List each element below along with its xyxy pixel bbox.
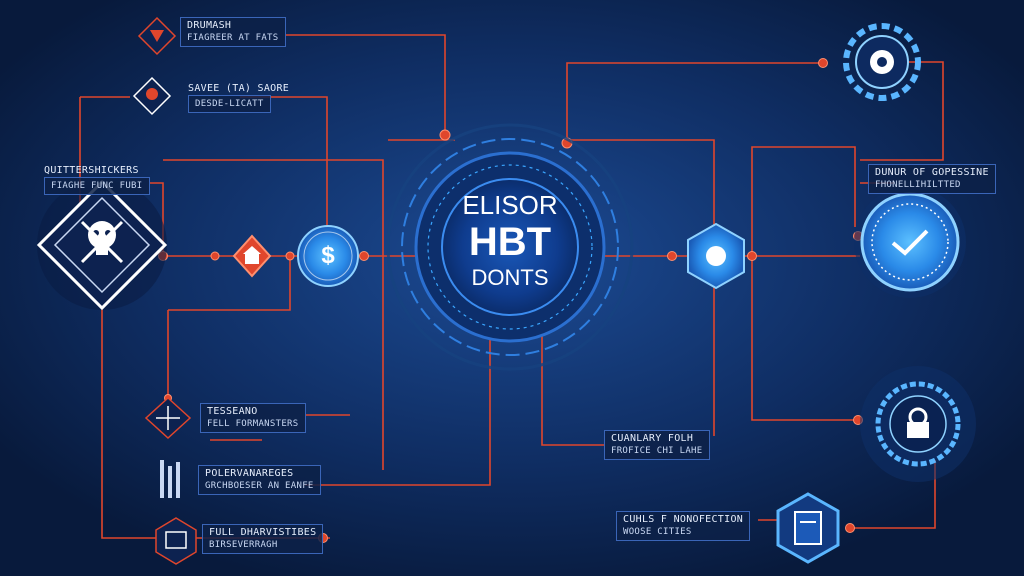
check-badge-icon — [854, 186, 966, 298]
dollar-symbol: $ — [321, 242, 335, 269]
label-line: CUANLARY FOLH — [611, 433, 694, 444]
label-line: QUITTERSHICKERS — [44, 165, 139, 176]
label-line: POLERVANAREGES — [205, 468, 294, 479]
label-line: FHONELLIHILTTED — [875, 180, 961, 190]
box-icon — [155, 517, 197, 565]
gear-icon — [843, 23, 921, 101]
label-line: CUHLS F NONOFECTION — [623, 514, 744, 525]
label-line: SAVEE (TA) SAORE — [188, 83, 290, 94]
hub-title-line2: HBT — [468, 220, 552, 264]
pirate-skull-icon — [36, 179, 168, 311]
label-line: GRCHBOESER AN EANFE — [205, 481, 314, 491]
label-line: FROFICE CHI LAHE — [611, 446, 703, 456]
document-icon — [776, 492, 840, 564]
label-line: BIRSEVERRAGH — [209, 540, 278, 550]
hub-title: ELISOR HBT DONTS — [440, 190, 580, 292]
label-bottom-right: CUHLS F NONOFECTION WOOSE CITIES — [616, 511, 751, 541]
label-top-left-2: SAVEE (TA) SAORE DESDE-LICATT — [188, 83, 289, 113]
label-line: FIAGREER AT FATS — [187, 33, 279, 43]
hub-ring-icon — [386, 123, 634, 371]
label-right-head: DUNUR OF GOPESSINE FHONELLIHILTTED — [868, 164, 996, 194]
lock-icon — [860, 366, 976, 482]
skull-small-icon — [132, 76, 172, 116]
house-icon — [232, 234, 272, 278]
bars-icon — [160, 460, 180, 498]
hub-title-line3: DONTS — [471, 265, 549, 290]
label-bottom-1: TESSEANO FELL FORMANSTERS — [200, 403, 306, 433]
label-bottom-3: FULL DHARVISTIBES BIRSEVERRAGH — [202, 524, 324, 554]
puzzle-icon — [687, 222, 745, 290]
label-line: DRUMASH — [187, 20, 232, 31]
bookmark-icon — [137, 16, 177, 56]
label-line: FELL FORMANSTERS — [207, 419, 299, 429]
label-top-left-1: DRUMASH FIAGREER AT FATS — [180, 17, 286, 47]
label-line: TESSEANO — [207, 406, 258, 417]
label-line: DESDE-LICATT — [188, 95, 271, 113]
label-left-head: QUITTERSHICKERS FIAGHE FUNC FUBI — [44, 165, 150, 195]
label-line: DUNUR OF GOPESSINE — [875, 167, 989, 178]
label-line: WOOSE CITIES — [623, 527, 692, 537]
dollar-coin-icon — [297, 225, 359, 287]
label-mid-bottom: CUANLARY FOLH FROFICE CHI LAHE — [604, 430, 710, 460]
cross-diamond-icon — [144, 396, 192, 440]
label-line: FIAGHE FUNC FUBI — [44, 177, 150, 195]
label-line: FULL DHARVISTIBES — [209, 527, 317, 538]
hub-title-line1: ELISOR — [462, 190, 558, 220]
label-bottom-2: POLERVANAREGES GRCHBOESER AN EANFE — [198, 465, 321, 495]
